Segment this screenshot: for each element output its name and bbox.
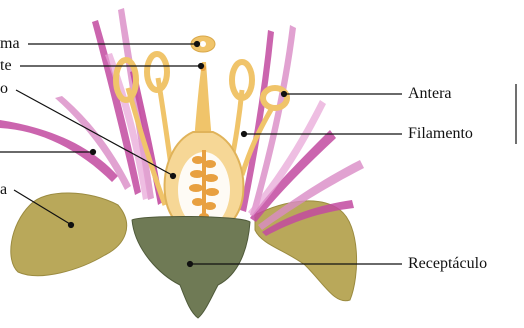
pistil-stigma-dot: [200, 41, 206, 47]
left-sepal: [11, 193, 127, 276]
label-style: te: [0, 57, 12, 75]
label-receptacle: Receptáculo: [408, 255, 487, 273]
pistil-style: [194, 62, 212, 140]
petal-right-1: [240, 30, 274, 212]
petal-left-1: [0, 120, 118, 182]
label-anther: Antera: [408, 85, 452, 103]
label-sepal: a: [0, 181, 7, 199]
label-stigma: ma: [0, 35, 20, 53]
label-filament: Filamento: [408, 125, 473, 143]
label-ovary: o: [0, 80, 8, 98]
receptacle: [132, 216, 250, 318]
